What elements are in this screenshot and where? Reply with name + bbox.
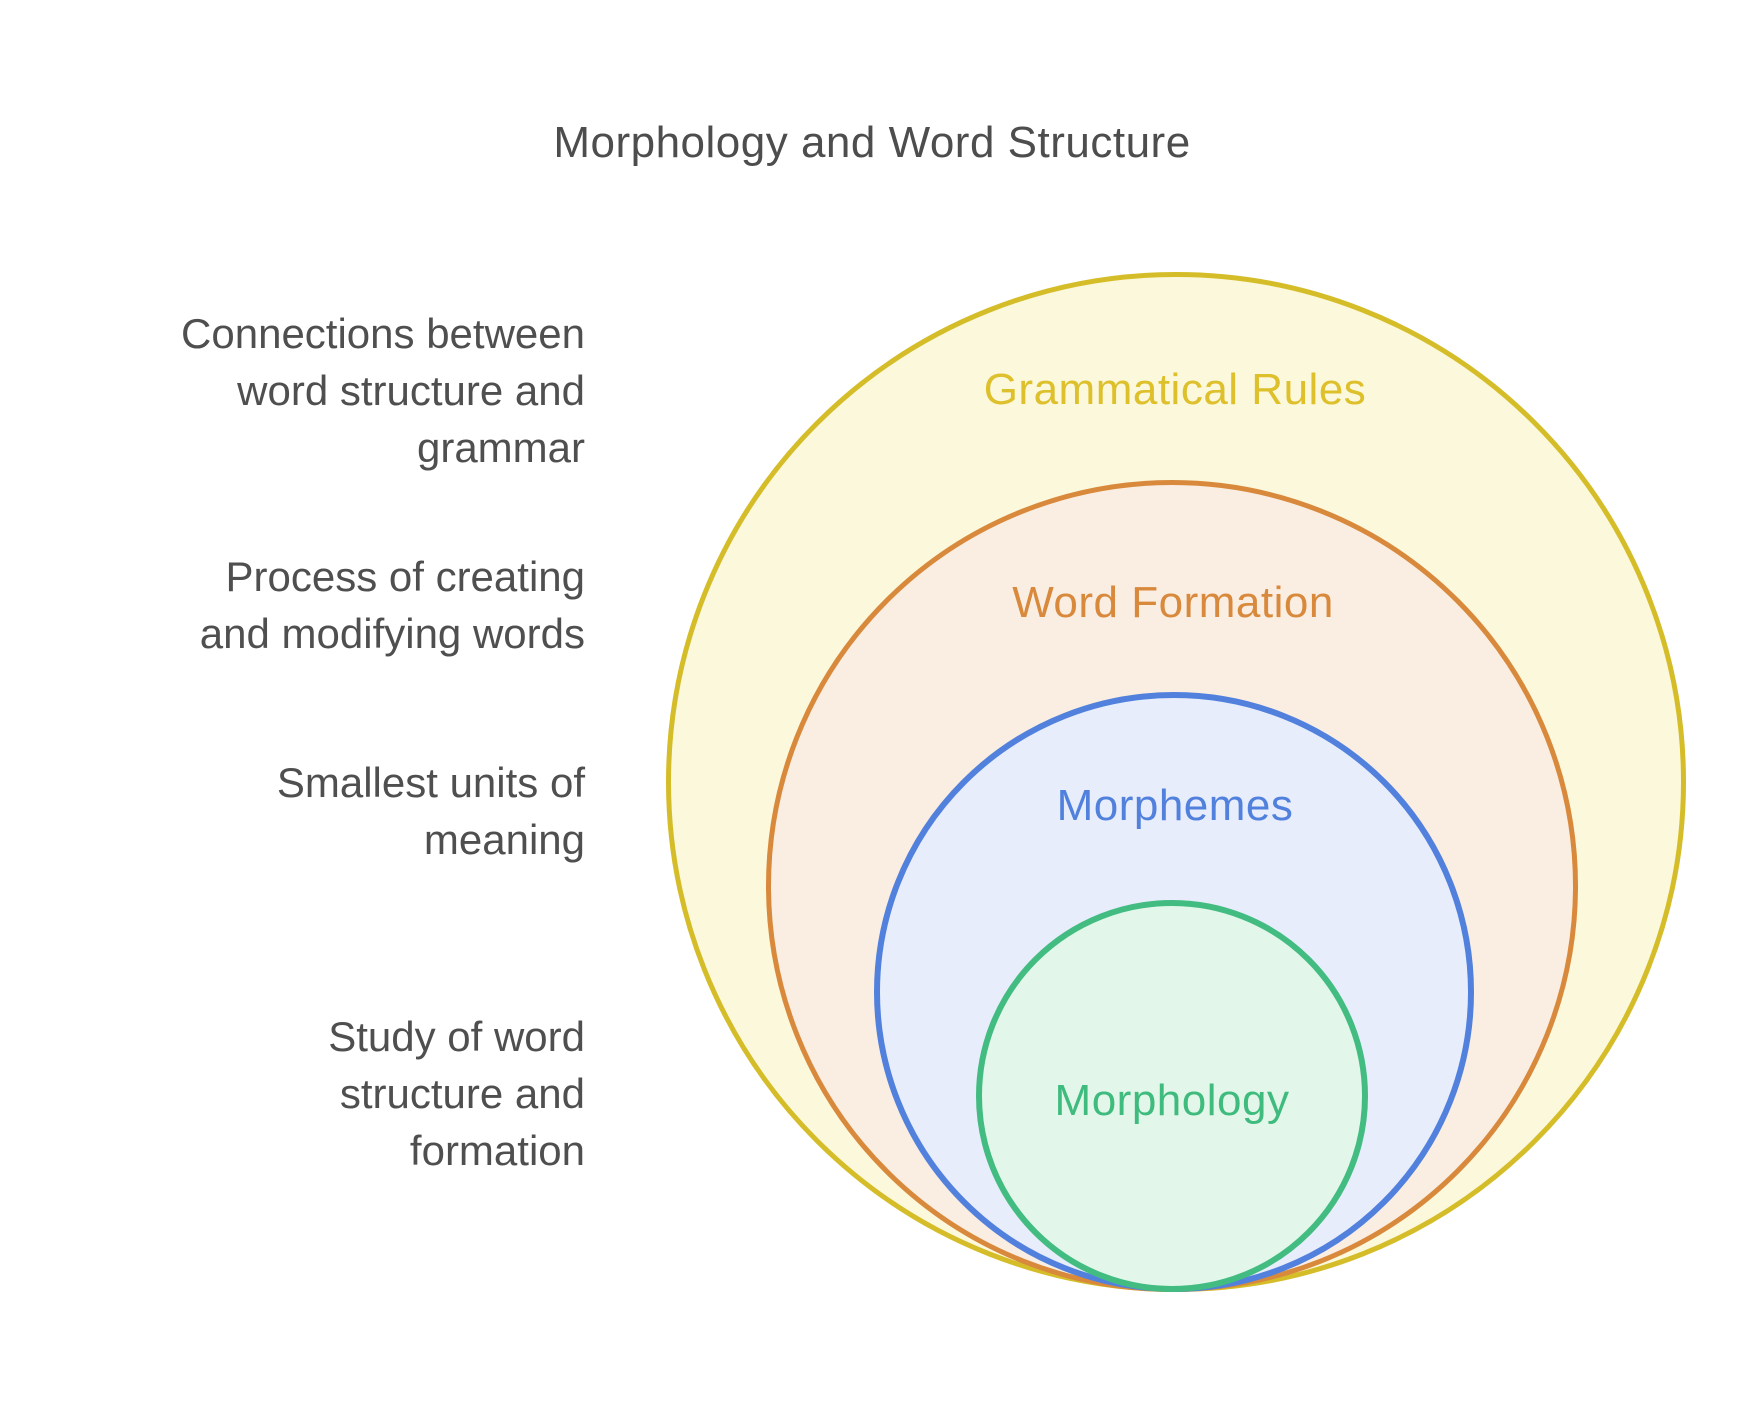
- page-title: Morphology and Word Structure: [553, 118, 1191, 167]
- ring-label-morphemes: Morphemes: [1056, 781, 1294, 830]
- ring-label-word-formation: Word Formation: [1012, 578, 1334, 627]
- side-label-morphemes: Smallest units of meaning: [85, 754, 585, 868]
- side-label-grammatical-rules: Connections between word structure and g…: [85, 305, 585, 476]
- side-label-word-formation: Process of creating and modifying words: [85, 548, 585, 662]
- side-label-morphology: Study of word structure and formation: [85, 1008, 585, 1179]
- ring-label-grammatical-rules: Grammatical Rules: [983, 365, 1367, 414]
- side-label-line: Process of creating: [225, 553, 585, 600]
- circle-morphology: [976, 900, 1368, 1292]
- side-label-line: structure and: [339, 1070, 585, 1117]
- ring-label-morphology: Morphology: [1054, 1076, 1290, 1125]
- side-label-line: grammar: [416, 424, 585, 471]
- side-label-line: Study of word: [328, 1013, 585, 1060]
- side-label-line: Smallest units of: [276, 759, 585, 806]
- side-label-line: meaning: [423, 816, 585, 863]
- side-label-line: Connections between: [181, 310, 585, 357]
- side-label-line: formation: [409, 1127, 585, 1174]
- side-label-line: and modifying words: [199, 610, 585, 657]
- side-label-line: word structure and: [237, 367, 585, 414]
